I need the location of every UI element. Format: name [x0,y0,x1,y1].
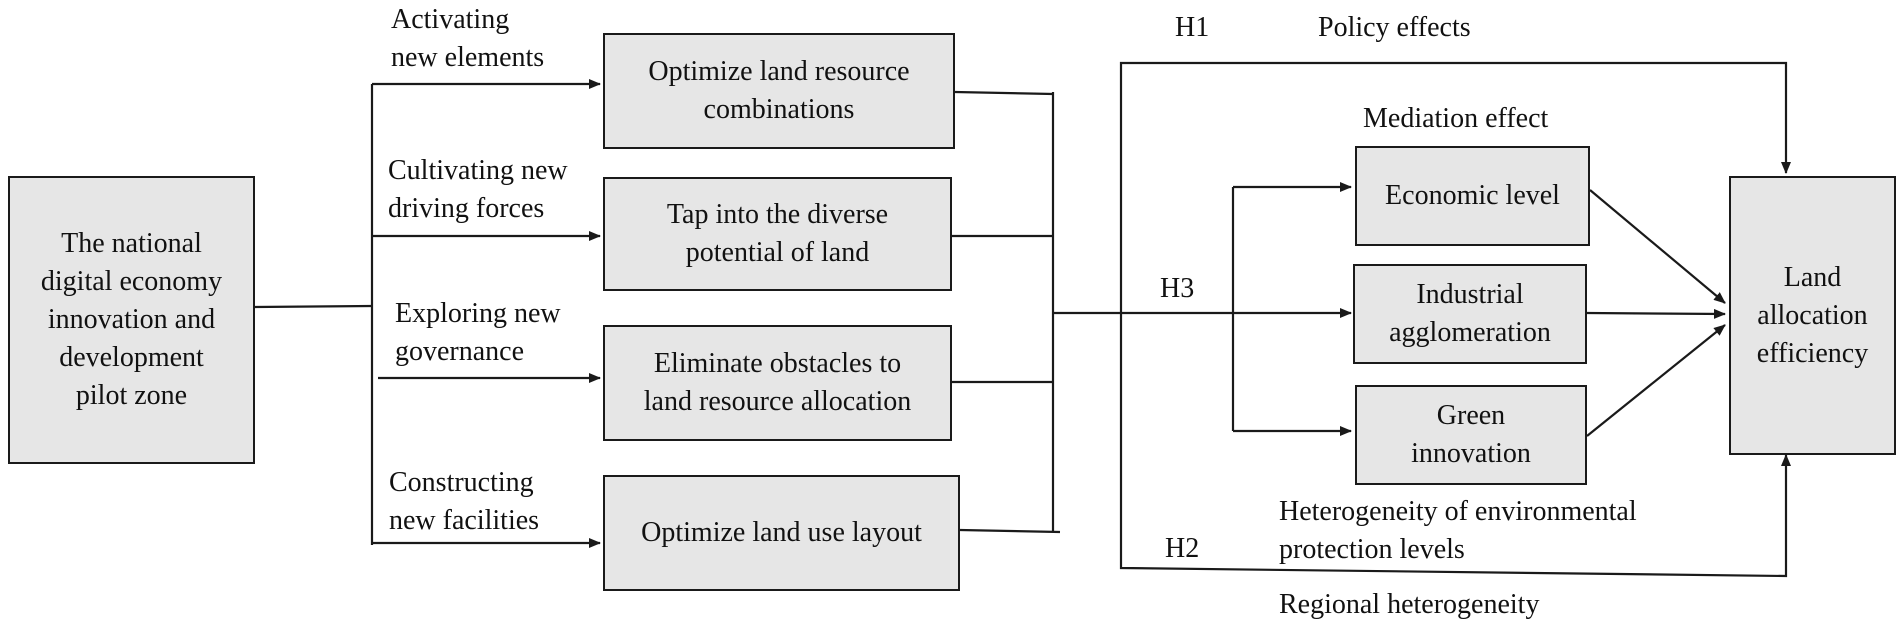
constructing-label: Constructing new facilities [389,467,540,536]
activating-label: Activating new elements [391,4,545,73]
h2-heterogeneity-path [1119,314,1791,578]
eliminate-obstacles-box: Eliminate obstacles to land resource all… [603,325,952,441]
h2-label: H2 [1165,533,1200,564]
tap-potential-box: Tap into the diverse potential of land [603,177,952,291]
industrial-to-efficiency-arrow [1586,308,1726,319]
combinations-to-bus-line [954,90,1054,96]
economic-to-efficiency-arrow [1589,189,1726,304]
pilot-zone-box: The national digital economy innovation … [8,176,255,464]
cultivating-label: Cultivating new driving forces [388,155,568,224]
h1-policy-path [1119,61,1791,314]
optimize-combinations-box: Optimize land resource combinations [603,33,955,149]
h1-label: H1 [1175,12,1210,43]
green-innovation-box: Green innovation [1355,385,1587,485]
mediation-effect-label: Mediation effect [1363,103,1549,134]
industrial-agglomeration-box: Industrial agglomeration [1353,264,1587,364]
green-to-efficiency-arrow [1586,324,1726,437]
pilot-to-bus-line [254,304,373,309]
optimize-layout-box: Optimize land use layout [603,475,960,591]
policy-effects-label: Policy effects [1318,12,1471,43]
layout-to-bus-line [959,528,1061,534]
env-heterogeneity-label: Heterogeneity of environmental protectio… [1279,496,1637,565]
exploring-label: Exploring new governance [395,298,561,367]
economic-level-box: Economic level [1355,146,1590,246]
h3-label: H3 [1160,273,1195,304]
land-efficiency-box: Land allocation efficiency [1729,176,1896,455]
regional-heterogeneity-label: Regional heterogeneity [1279,589,1540,620]
